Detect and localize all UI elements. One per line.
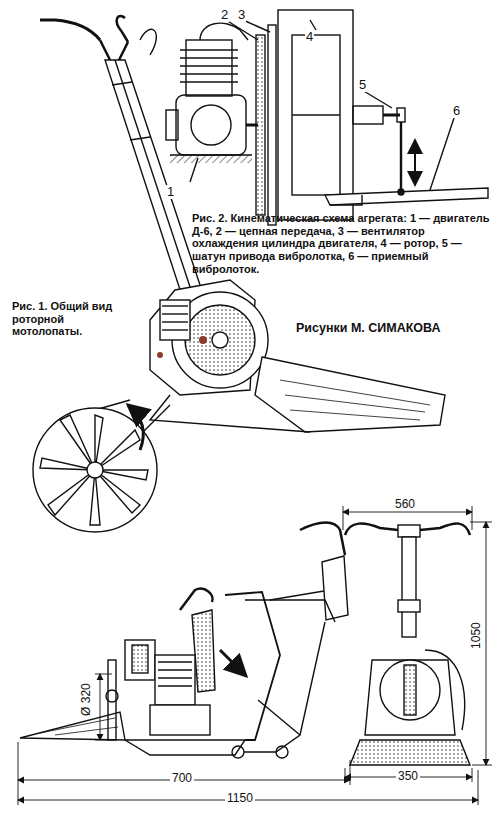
callout-number: 2: [220, 8, 229, 22]
dimension: 1050: [469, 621, 482, 652]
front-view: [345, 524, 470, 765]
rotor: [278, 10, 353, 220]
dimension: Ø 320: [79, 682, 92, 719]
dimension: 700: [170, 772, 194, 785]
shaft-and-rod: [353, 90, 415, 190]
dimension: 560: [393, 498, 417, 511]
rotor-inset: [33, 400, 170, 532]
callout-number: 6: [452, 104, 461, 118]
machine-body: [150, 280, 445, 432]
callout-number: 1: [166, 185, 175, 199]
dimension: 350: [396, 770, 420, 783]
handle: [40, 16, 205, 305]
engine-symbol: [166, 23, 258, 182]
cooling-fan: [243, 20, 276, 225]
figure-caption: Рис. 2. Кинематическая схема агрегата: 1…: [192, 212, 492, 275]
side-view: [20, 523, 348, 759]
dimension: 1150: [225, 792, 255, 805]
callout-number: 5: [358, 78, 367, 92]
artist-credit: Рисунки М. СИМАКОВА: [296, 322, 440, 336]
callout-number: 3: [237, 8, 246, 22]
callout-number: 4: [305, 30, 314, 44]
figure-caption: Рис. 1. Общий вид роторной мотолопаты.: [12, 300, 137, 338]
chain-drive: [226, 20, 265, 215]
vibro-tray: [325, 118, 488, 205]
dimension-lines: [18, 506, 492, 805]
